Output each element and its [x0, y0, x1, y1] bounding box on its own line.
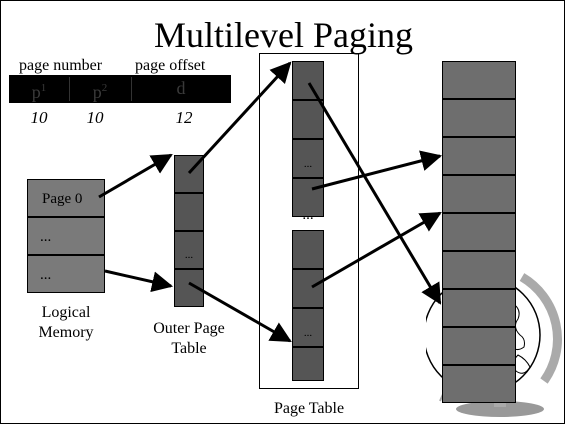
- arrow-pt-to-frame: [311, 150, 443, 191]
- bits-p2: 10: [86, 108, 104, 127]
- page-table-cell: [292, 100, 324, 139]
- address-field-p1-main: p: [31, 82, 41, 102]
- address-field-p2: p2: [69, 75, 131, 103]
- arrow-pt-to-frame: [307, 82, 442, 305]
- address-field-p1: p1: [9, 75, 69, 103]
- address-field-p2-main: p: [92, 82, 102, 102]
- physical-memory-frame: [442, 289, 516, 327]
- arrow-outer-to-upper-pt: [187, 61, 292, 175]
- logical-memory-cell: Page 0: [27, 179, 105, 217]
- address-separator: [69, 77, 70, 101]
- outer-page-table-cell: ...: [174, 231, 204, 269]
- physical-memory-frame: [442, 327, 516, 365]
- page-number-label: page number: [19, 57, 103, 74]
- logical-memory-label-line1: Logical: [41, 304, 91, 321]
- arrow-page0-to-outer: [98, 153, 173, 199]
- physical-memory-frame: [442, 251, 516, 289]
- logical-memory-label-line2: Memory: [38, 324, 94, 341]
- arrow-lm-to-outer: [104, 269, 174, 293]
- physical-memory-frame: [442, 365, 516, 403]
- page-table-cell: ...: [292, 308, 324, 347]
- physical-memory-frame: [442, 99, 516, 137]
- page-table-label: Page Table: [273, 400, 345, 417]
- address-field-d-main: d: [176, 78, 186, 98]
- page-table-cell: [292, 230, 324, 269]
- physical-memory-frame: [442, 213, 516, 251]
- address-separator: [131, 77, 132, 101]
- logical-address-bar: p1 p2 d: [9, 75, 231, 103]
- page-table-cell: ...: [292, 139, 324, 178]
- address-field-p1-sup: 1: [40, 82, 47, 94]
- physical-memory-frame: [442, 175, 516, 213]
- logical-memory-label: Logical Memory: [27, 303, 105, 343]
- page-table-cell: [292, 61, 324, 100]
- slide-title: Multilevel Paging: [154, 15, 413, 55]
- physical-memory-frame: [442, 61, 516, 99]
- address-field-p2-sup: 2: [101, 82, 108, 94]
- outer-page-table-label-line1: Outer Page: [153, 320, 225, 337]
- page-table-gap-dots: ...: [302, 207, 314, 223]
- outer-page-table-cell: [174, 193, 204, 231]
- page-table-cell: [292, 269, 324, 308]
- physical-memory-frame: [442, 137, 516, 175]
- logical-memory-cell: ...: [27, 217, 105, 255]
- outer-page-table-cell: [174, 269, 204, 307]
- page-table-cell: [292, 347, 324, 381]
- outer-page-table-label: Outer Page Table: [129, 319, 249, 359]
- bits-p1: 10: [30, 108, 48, 127]
- bits-d: 12: [175, 108, 193, 127]
- outer-page-table-label-line2: Table: [171, 340, 207, 357]
- arrow-pt-to-frame: [311, 211, 442, 289]
- page-table-cell: [292, 178, 324, 217]
- outer-page-table-cell: [174, 155, 204, 193]
- page-table-box: [259, 53, 359, 389]
- page-offset-label: page offset: [135, 57, 206, 74]
- address-field-d: d: [131, 75, 231, 103]
- arrow-outer-to-lower-pt: [188, 281, 292, 343]
- logical-memory-cell: ...: [27, 255, 105, 293]
